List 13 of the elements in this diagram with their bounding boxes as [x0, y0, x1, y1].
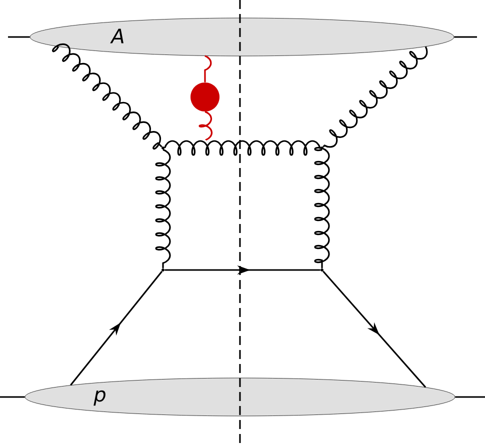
gluon-line [204, 55, 212, 82]
gluon-line [52, 43, 162, 150]
line [0, 396, 25, 398]
line [8, 36, 30, 38]
gluon-line [198, 110, 213, 141]
gluon-line [164, 140, 321, 156]
gluon-line [155, 148, 171, 268]
line [455, 396, 485, 398]
blob-circle [190, 82, 220, 112]
quark-line [70, 270, 163, 386]
quark-line [322, 270, 426, 388]
gluon-line [314, 146, 330, 268]
line [454, 36, 477, 38]
